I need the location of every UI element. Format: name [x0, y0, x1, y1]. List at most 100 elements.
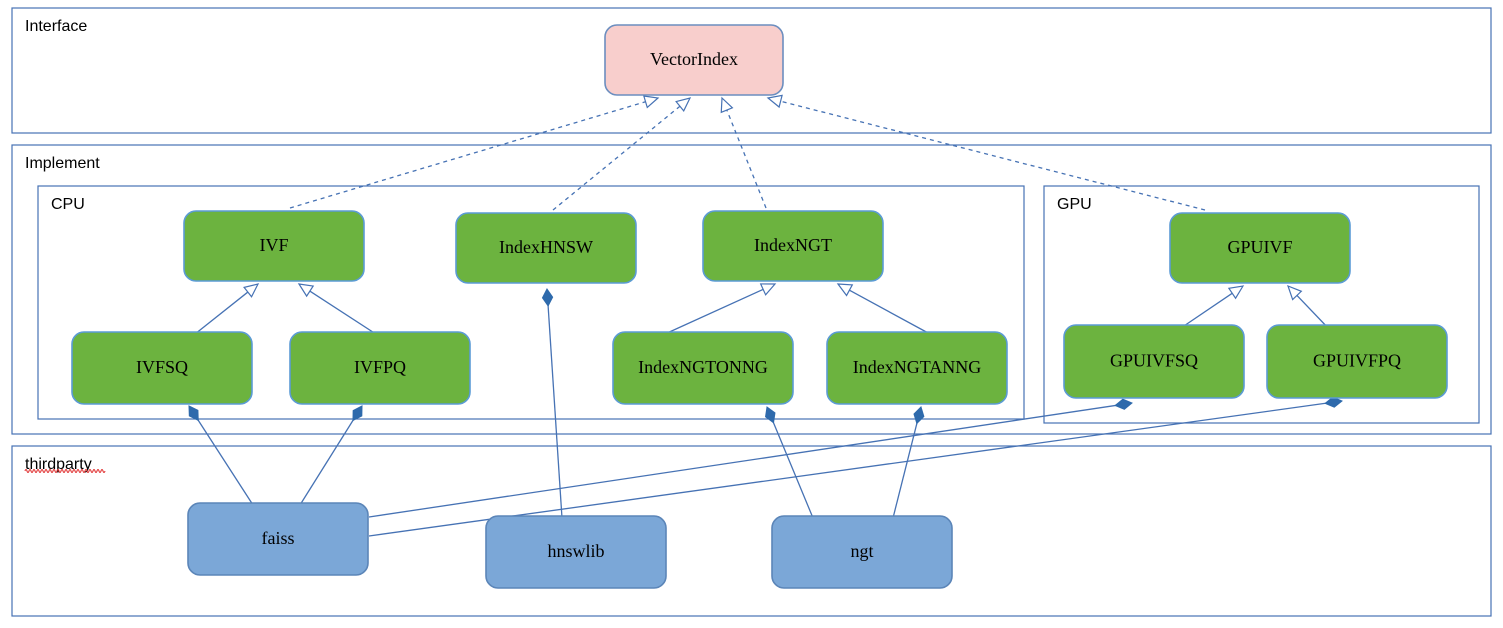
- composition-diamond-icon: [765, 406, 776, 424]
- edge-line-ngtonng-extends-indexngt: [664, 288, 765, 335]
- edge-ivfsq-extends-ivf: [189, 283, 260, 339]
- node-indexhnsw[interactable]: IndexHNSW: [455, 212, 637, 284]
- edge-ivfpq-extends-ivf: [297, 283, 383, 339]
- node-label-vectorindex: VectorIndex: [650, 49, 738, 69]
- node-ivfpq[interactable]: IVFPQ: [289, 331, 471, 405]
- node-label-ivfpq: IVFPQ: [354, 357, 406, 377]
- edge-line-gpuivf-realizes-vectorindex: [779, 100, 1206, 211]
- edge-indexhnsw-realizes-vectorindex: [552, 97, 692, 211]
- composition-diamond-icon: [1114, 398, 1133, 410]
- group-label-cpu: CPU: [51, 196, 85, 213]
- node-hnswlib[interactable]: hnswlib: [485, 515, 667, 589]
- edge-line-ngtonng-uses-ngt: [772, 421, 814, 519]
- node-label-indexhnsw: IndexHNSW: [499, 237, 593, 257]
- composition-diamond-icon: [541, 288, 554, 307]
- node-label-indexngt: IndexNGT: [754, 235, 832, 255]
- edge-line-ivfpq-uses-faiss: [299, 418, 355, 506]
- edge-gpuivfpq-extends-gpuivf: [1287, 284, 1331, 331]
- node-indexngtanng[interactable]: IndexNGTANNG: [826, 331, 1008, 405]
- spellcheck-underline-icon: [24, 468, 106, 474]
- edge-gpuivf-realizes-vectorindex: [766, 94, 1206, 211]
- node-box-ngt[interactable]: [771, 515, 953, 589]
- node-faiss[interactable]: faiss: [187, 502, 369, 576]
- composition-diamond-icon: [188, 405, 199, 422]
- node-label-gpuivfpq: GPUIVFPQ: [1313, 351, 1401, 371]
- node-label-gpuivfsq: GPUIVFSQ: [1110, 351, 1198, 371]
- node-box-indexhnsw[interactable]: [455, 212, 637, 284]
- inheritance-arrowhead-icon: [297, 283, 315, 298]
- edge-ivf-realizes-vectorindex: [289, 95, 660, 209]
- edge-gpuivfsq-uses-faiss: [368, 398, 1133, 518]
- node-box-faiss[interactable]: [187, 502, 369, 576]
- composition-diamond-icon: [913, 406, 925, 425]
- node-label-hnswlib: hnswlib: [547, 541, 604, 561]
- edge-line-ivfsq-uses-faiss: [196, 418, 254, 506]
- node-ivfsq[interactable]: IVFSQ: [71, 331, 253, 405]
- node-gpuivfpq[interactable]: GPUIVFPQ: [1266, 324, 1448, 399]
- edge-gpuivfsq-extends-gpuivf: [1177, 285, 1245, 331]
- edge-ngtanng-extends-indexngt: [836, 283, 931, 335]
- edge-line-indexhnsw-uses-hnswlib: [547, 304, 563, 519]
- node-box-gpuivfsq[interactable]: [1063, 324, 1245, 399]
- edge-line-gpuivfsq-uses-faiss: [368, 404, 1117, 518]
- node-label-ngt: ngt: [850, 541, 873, 561]
- node-ivf[interactable]: IVF: [183, 210, 365, 282]
- inheritance-arrowhead-icon: [766, 94, 783, 109]
- edge-line-gpuivfpq-extends-gpuivf: [1295, 294, 1331, 331]
- edge-ngtonng-uses-ngt: [765, 406, 814, 519]
- node-gpuivf[interactable]: GPUIVF: [1169, 212, 1351, 284]
- inheritance-arrowhead-icon: [759, 283, 777, 296]
- inheritance-arrowhead-icon: [1227, 285, 1245, 300]
- node-box-ivfsq[interactable]: [71, 331, 253, 405]
- node-indexngtonng[interactable]: IndexNGTONNG: [612, 331, 794, 405]
- node-box-indexngtonng[interactable]: [612, 331, 794, 405]
- edge-line-ivfpq-extends-ivf: [308, 289, 383, 339]
- node-label-indexngtanng: IndexNGTANNG: [853, 357, 982, 377]
- node-box-indexngt[interactable]: [702, 210, 884, 282]
- node-label-indexngtonng: IndexNGTONNG: [638, 357, 768, 377]
- node-label-faiss: faiss: [262, 528, 295, 548]
- edge-ivfsq-uses-faiss: [188, 405, 254, 506]
- inheritance-arrowhead-icon: [720, 96, 734, 114]
- inheritance-arrowhead-icon: [675, 97, 692, 112]
- node-label-ivfsq: IVFSQ: [136, 357, 188, 377]
- edge-line-indexhnsw-realizes-vectorindex: [552, 105, 682, 211]
- group-label-thirdparty: thirdparty: [25, 456, 92, 473]
- edge-line-ngtanng-uses-ngt: [892, 422, 918, 519]
- group-label-gpu: GPU: [1057, 196, 1092, 213]
- node-vectorindex[interactable]: VectorIndex: [604, 24, 784, 96]
- node-indexngt[interactable]: IndexNGT: [702, 210, 884, 282]
- node-box-vectorindex[interactable]: [604, 24, 784, 96]
- node-box-gpuivfpq[interactable]: [1266, 324, 1448, 399]
- node-label-gpuivf: GPUIVF: [1227, 237, 1292, 257]
- edge-line-ivf-realizes-vectorindex: [289, 100, 647, 209]
- composition-diamond-icon: [352, 405, 363, 422]
- edge-line-gpuivfpq-uses-faiss: [368, 402, 1327, 537]
- edge-indexngt-realizes-vectorindex: [720, 96, 767, 209]
- edge-line-gpuivfsq-extends-gpuivf: [1177, 292, 1234, 331]
- node-box-gpuivf[interactable]: [1169, 212, 1351, 284]
- edge-ngtonng-extends-indexngt: [664, 283, 777, 335]
- edges-layer: [188, 94, 1343, 537]
- edge-line-ngtanng-extends-indexngt: [848, 289, 931, 335]
- node-box-ivfpq[interactable]: [289, 331, 471, 405]
- edge-ivfpq-uses-faiss: [299, 405, 363, 506]
- node-box-indexngtanng[interactable]: [826, 331, 1008, 405]
- inheritance-arrowhead-icon: [243, 283, 260, 298]
- edge-indexhnsw-uses-hnswlib: [541, 288, 563, 519]
- node-box-ivf[interactable]: [183, 210, 365, 282]
- inheritance-arrowhead-icon: [1287, 284, 1303, 301]
- group-label-interface: Interface: [25, 18, 87, 35]
- edge-line-ivfsq-extends-ivf: [189, 290, 250, 339]
- node-ngt[interactable]: ngt: [771, 515, 953, 589]
- node-label-ivf: IVF: [259, 235, 288, 255]
- edge-line-indexngt-realizes-vectorindex: [725, 108, 767, 209]
- node-box-hnswlib[interactable]: [485, 515, 667, 589]
- node-gpuivfsq[interactable]: GPUIVFSQ: [1063, 324, 1245, 399]
- inheritance-arrowhead-icon: [642, 95, 660, 109]
- edge-ngtanng-uses-ngt: [892, 406, 925, 519]
- inheritance-arrowhead-icon: [836, 283, 854, 297]
